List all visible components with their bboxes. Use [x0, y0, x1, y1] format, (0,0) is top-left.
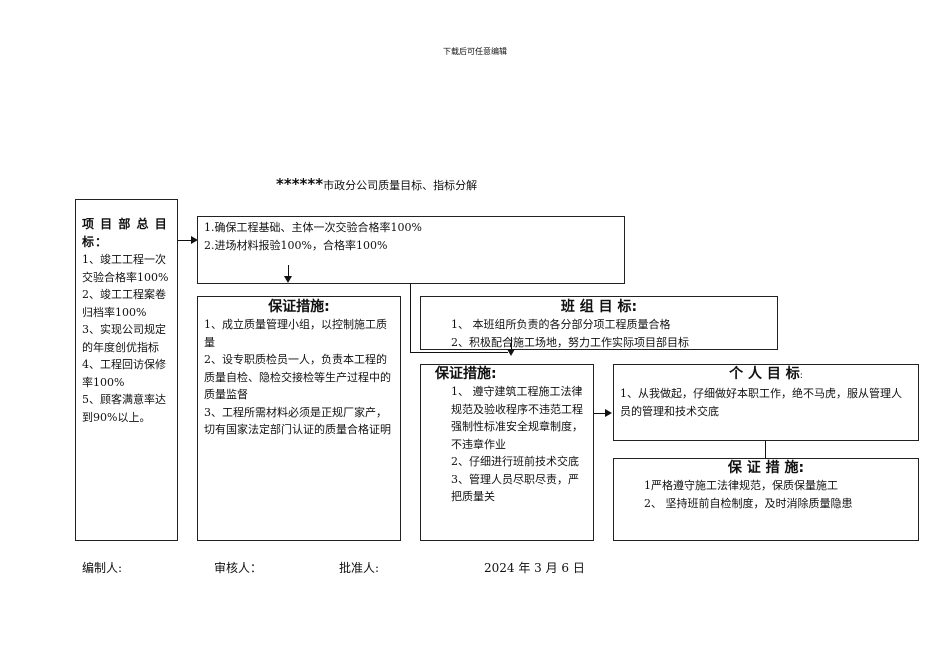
measures-1-item-2: 2、设专职质检员一人，负责本工程的质量自检、隐检交接检等生产过程中的质量监督	[204, 353, 391, 401]
arrow-right-icon	[605, 409, 612, 417]
top-target-box: 1.确保工程基础、主体一次交验合格率100% 2.进场材料报验100%，合格率1…	[197, 216, 625, 284]
team-goal-item-2: 2、积极配合施工场地，努力工作实际项目部目标	[451, 335, 689, 349]
measures-3-item-1: 1严格遵守施工法律规范，保质保量施工	[644, 479, 838, 492]
arrow-right-icon	[191, 236, 198, 244]
top-target-line-1: 1.确保工程基础、主体一次交验合格率100%	[204, 221, 422, 234]
project-goal-line-4: 4、工程回访保修率100%	[82, 358, 166, 389]
measures-1-heading: 保证措施:	[268, 299, 330, 315]
personal-goal-box: 个 人 目 标: 1、从我做起，仔细做好本职工作，绝不马虎，服从管理人员的管理和…	[613, 364, 919, 441]
footer-reviewer: 审核人：	[214, 561, 263, 575]
page-header-note: 下载后可任意编辑	[443, 47, 507, 56]
measures-2-item-2: 2、仔细进行班前技术交底	[451, 455, 579, 468]
arrow-down-icon	[507, 349, 515, 356]
measures-1-item-3: 3、工程所需材料必须是正规厂家产，切有国家法定部门认证的质量合格证明	[204, 405, 391, 437]
personal-goal-item-1: 1、从我做起，仔细做好本职工作，绝不马虎，服从管理人员的管理和技术交底	[620, 387, 902, 418]
personal-goal-heading-text: 个 人 目 标	[729, 366, 800, 382]
team-goal-box: 班 组 目 标: 1、 本班组所负责的各分部分项工程质量合格 2、积极配合施工场…	[420, 296, 778, 350]
team-goal-item-1: 1、 本班组所负责的各分部分项工程质量合格	[451, 318, 671, 331]
measures-box-2: 保证措施: 1、 遵守建筑工程施工法律规范及验收程序不违范工程强制性标准安全规章…	[420, 364, 594, 541]
project-goal-box: 项 目 部 总 目 标： 1、竣工工程一次交验合格率100% 2、竣工工程案卷归…	[75, 199, 178, 541]
measures-3-heading: 保 证 措 施:	[727, 460, 805, 476]
connector-line	[288, 265, 289, 276]
personal-goal-heading: 个 人 目 标:	[620, 365, 912, 385]
project-goal-line-3: 3、实现公司规定的年度创优指标	[82, 323, 166, 354]
title-stars: ******	[276, 175, 324, 193]
connector-line	[410, 352, 508, 353]
connector-line	[511, 337, 512, 351]
connector-line	[765, 441, 766, 458]
document-title: ******市政分公司质量目标、指标分解	[276, 174, 477, 193]
title-text: 市政分公司质量目标、指标分解	[323, 179, 478, 192]
project-goal-line-2: 2、竣工工程案卷归档率100%	[82, 288, 166, 319]
measures-3-item-2: 2、 坚持班前自检制度，及时消除质量隐患	[644, 496, 853, 510]
measures-box-3: 保 证 措 施: 1严格遵守施工法律规范，保质保量施工 2、 坚持班前自检制度，…	[613, 458, 919, 541]
connector-line	[594, 413, 606, 414]
measures-1-item-1: 1、成立质量管理小组，以控制施工质量	[204, 318, 387, 349]
measures-2-item-3: 3、管理人员尽职尽责，严把质量关	[451, 472, 579, 504]
personal-goal-heading-colon: :	[799, 371, 803, 381]
footer-compiler: 编制人:	[82, 561, 123, 575]
team-goal-heading: 班 组 目 标:	[560, 299, 638, 315]
arrow-down-icon	[284, 276, 292, 283]
project-goal-line-1: 1、竣工工程一次交验合格率100%	[82, 253, 169, 284]
connector-line	[178, 240, 192, 241]
top-target-line-2: 2.进场材料报验100%，合格率100%	[204, 238, 388, 252]
project-goal-heading: 项 目 部 总 目 标：	[82, 217, 168, 249]
project-goal-line-5: 5、顾客满意率达到90%以上。	[82, 393, 166, 424]
measures-2-heading: 保证措施:	[435, 366, 497, 382]
measures-box-1: 保证措施: 1、成立质量管理小组，以控制施工质量 2、设专职质检员一人，负责本工…	[197, 296, 401, 541]
connector-line	[410, 283, 411, 352]
footer-approver: 批准人:	[339, 561, 380, 575]
footer-date: 2024 年 3 月 6 日	[484, 561, 585, 575]
measures-2-item-1: 1、 遵守建筑工程施工法律规范及验收程序不违范工程强制性标准安全规章制度，不违章…	[451, 385, 583, 451]
